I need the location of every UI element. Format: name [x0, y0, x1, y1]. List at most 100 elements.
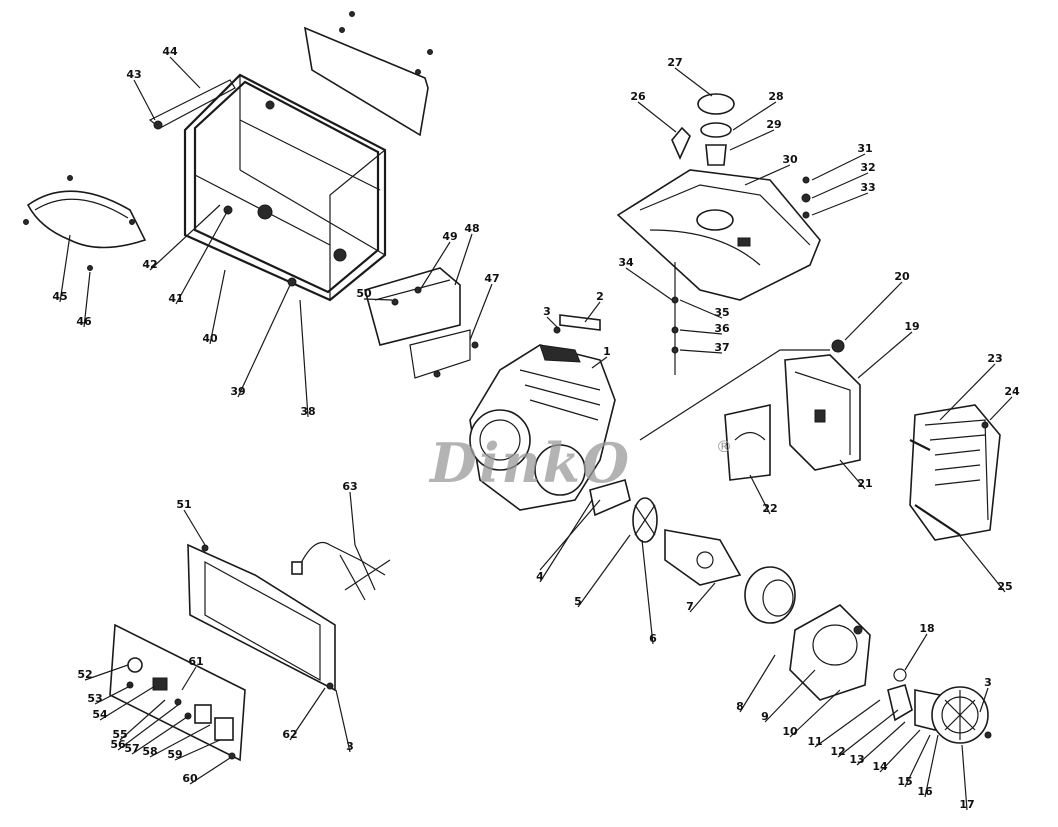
part-number-label: 46 — [76, 315, 92, 328]
leader-line — [979, 687, 989, 713]
leader-line — [237, 284, 291, 398]
leader-line — [183, 509, 206, 546]
leader-line — [577, 534, 631, 608]
leader-line — [904, 734, 931, 788]
leader-line — [117, 704, 179, 751]
part-number-label: 42 — [142, 258, 157, 271]
leader-lines — [59, 56, 1013, 811]
leader-line — [961, 744, 968, 811]
leader-line — [469, 283, 493, 341]
part-number-label: 31 — [857, 142, 872, 155]
part-number-label: 39 — [230, 385, 245, 398]
leader-line — [169, 56, 201, 89]
part-number-label: 14 — [872, 760, 888, 773]
leader-line — [904, 633, 928, 671]
part-number-label: 53 — [87, 692, 102, 705]
leader-line — [674, 67, 713, 97]
part-number-label: 6 — [649, 632, 657, 645]
part-number-label: 20 — [894, 270, 910, 283]
handle-cover-45 — [23, 175, 147, 271]
part-number-label: 2 — [596, 290, 604, 303]
leader-line — [174, 739, 221, 761]
leader-line — [546, 316, 559, 329]
wire-harness — [291, 541, 391, 601]
leader-line — [856, 721, 906, 766]
watermark-text: DinkO — [428, 431, 631, 495]
leader-line — [939, 363, 996, 421]
leader-line — [149, 724, 211, 758]
leader-line — [189, 757, 231, 785]
part-number-label: 38 — [300, 405, 315, 418]
leader-line — [637, 101, 677, 133]
part-number-label: 3 — [346, 740, 354, 753]
frame-assembly — [148, 73, 387, 302]
part-number-label: 63 — [342, 480, 357, 493]
part-number-label: 57 — [124, 742, 139, 755]
part-number-label: 10 — [782, 725, 798, 738]
leader-line — [94, 684, 133, 705]
leader-line — [84, 664, 129, 681]
leader-line — [924, 734, 939, 798]
leader-line — [591, 356, 608, 369]
part-number-label: 25 — [997, 580, 1012, 593]
leader-line — [844, 281, 903, 341]
leader-line — [59, 234, 71, 303]
leader-line — [539, 499, 593, 583]
part-number-label: 34 — [618, 256, 634, 269]
alternator-assembly — [632, 497, 992, 744]
part-number-label: 60 — [182, 772, 198, 785]
part-number-label: 11 — [807, 735, 822, 748]
part-number-label: 17 — [959, 798, 974, 811]
part-number-label: 54 — [92, 708, 108, 721]
leader-line — [149, 204, 221, 271]
part-number-label: 29 — [766, 118, 781, 131]
fan-cover — [909, 404, 1001, 541]
part-number-label: 55 — [112, 728, 127, 741]
control-bracket — [364, 267, 479, 379]
part-number-label: 5 — [574, 595, 582, 608]
part-number-label: 19 — [904, 320, 919, 333]
leader-line — [641, 539, 654, 645]
part-number-label: 48 — [464, 222, 479, 235]
part-number-label: 35 — [714, 306, 729, 319]
part-number-label: 9 — [761, 710, 769, 723]
part-number-label: 26 — [630, 90, 646, 103]
leader-line — [764, 669, 816, 723]
part-number-label: 12 — [830, 745, 845, 758]
part-number-label: 22 — [762, 502, 777, 515]
top-cover-panel — [303, 11, 433, 137]
leader-line — [879, 729, 921, 773]
control-panel-plate — [109, 623, 246, 762]
part-number-label: 59 — [167, 748, 182, 761]
leader-line — [811, 153, 866, 181]
part-number-label: 37 — [714, 341, 729, 354]
part-number-label: 62 — [282, 728, 297, 741]
part-number-label: 50 — [356, 287, 372, 300]
leader-line — [811, 192, 869, 216]
leader-line — [679, 349, 723, 354]
part-number-label: 3 — [984, 676, 992, 689]
part-number-label: 1 — [603, 345, 611, 358]
control-panel-box — [187, 543, 336, 692]
part-number-label: 27 — [667, 56, 682, 69]
part-number-label: 49 — [442, 230, 457, 243]
part-number-label: 41 — [168, 292, 183, 305]
leader-line — [744, 164, 791, 186]
leader-line — [811, 172, 869, 199]
leader-line — [749, 474, 771, 515]
leader-line — [729, 129, 775, 151]
part-number-label: 32 — [860, 161, 875, 174]
part-number-label: 8 — [736, 700, 744, 713]
watermark-registered-mark: ® — [716, 437, 732, 456]
part-number-label: 4 — [536, 570, 544, 583]
leader-line — [837, 709, 899, 758]
part-number-label: 33 — [860, 181, 875, 194]
part-number-label: 7 — [686, 600, 694, 613]
part-number-label: 58 — [142, 745, 157, 758]
leader-line — [99, 685, 156, 721]
part-number-label: 28 — [768, 90, 783, 103]
leader-line — [363, 298, 393, 301]
fuel-tank — [616, 93, 821, 375]
part-number-label: 18 — [919, 622, 934, 635]
part-number-label: 15 — [897, 775, 912, 788]
